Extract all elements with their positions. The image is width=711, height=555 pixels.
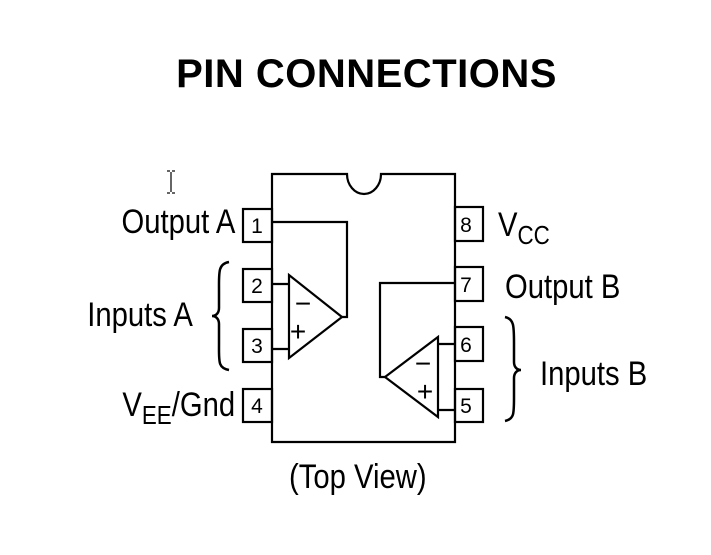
left-brace: [211, 260, 230, 372]
label-output-b: Output B: [505, 268, 621, 306]
label-vee-sub: EE: [141, 400, 172, 430]
pin-6-number: 6: [460, 334, 472, 357]
right-brace: [504, 315, 522, 423]
pin-7-number: 7: [460, 274, 472, 297]
label-vcc-main: V: [498, 206, 518, 244]
text-cursor-icon: [167, 170, 175, 194]
opamp-a-plus: +: [290, 316, 306, 347]
opamp-b-plus: +: [417, 376, 433, 407]
label-vee-gnd: VEE/Gnd: [122, 386, 235, 431]
pin-5-number: 5: [460, 395, 472, 418]
label-vee-rest: /Gnd: [171, 386, 235, 424]
label-vee-main: V: [122, 386, 142, 424]
pin-8-box: [453, 205, 485, 243]
opamp-b-output-wire: [378, 281, 455, 379]
label-inputs-a: Inputs A: [87, 296, 193, 334]
opamp-a-minus: −: [295, 288, 311, 319]
pin-3-box: [241, 327, 274, 364]
pin-3-number: 3: [251, 335, 263, 358]
opamp-b: [383, 334, 440, 420]
diagram-title: PIN CONNECTIONS: [176, 52, 557, 96]
label-output-a: Output A: [121, 203, 235, 241]
pin-8-number: 8: [460, 214, 472, 237]
pin-1-number: 1: [251, 215, 263, 238]
pin-2-number: 2: [251, 275, 263, 298]
label-inputs-b: Inputs B: [540, 355, 648, 393]
caption-top-view: (Top View): [289, 458, 427, 496]
chip-body: [270, 172, 457, 444]
pin-1-box: [241, 207, 274, 244]
opamp-b-minus: −: [415, 348, 431, 379]
pin-2-box: [241, 267, 274, 304]
pin-4-number: 4: [251, 395, 263, 418]
label-vcc-sub: CC: [517, 220, 550, 250]
pin-4-box: [241, 387, 274, 424]
opamp-a: [287, 272, 344, 361]
pin-5-box: [453, 387, 485, 424]
opamp-a-output-wire: [272, 220, 349, 319]
label-vcc: VCC: [498, 206, 550, 251]
